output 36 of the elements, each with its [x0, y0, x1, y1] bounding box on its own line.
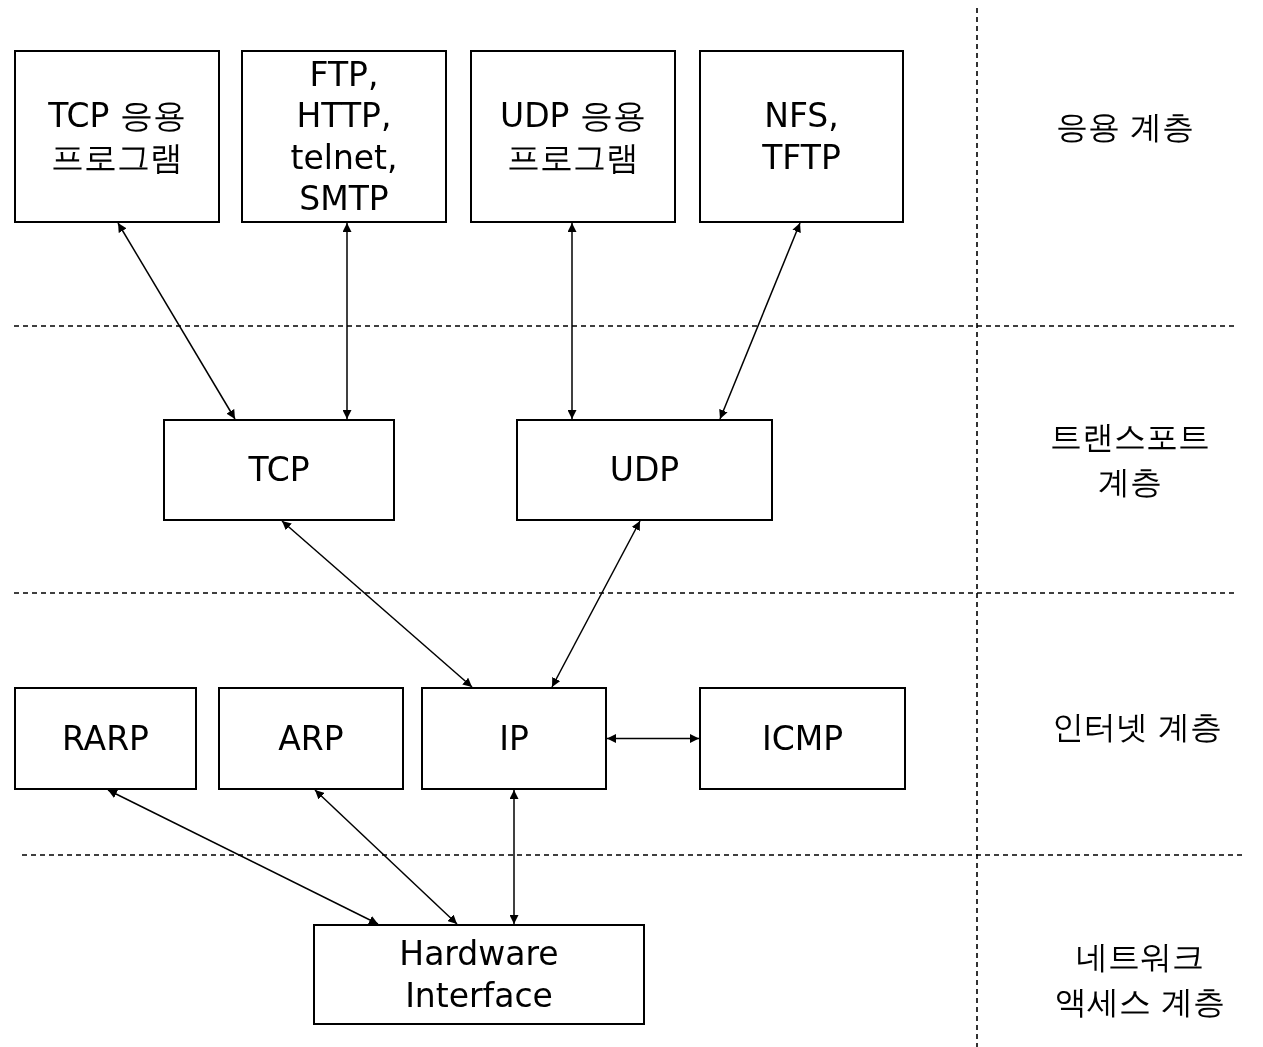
double-arrow [719, 222, 801, 420]
layer-label: 트랜스포트 계층 [1049, 417, 1211, 503]
box-label: ICMP [761, 717, 844, 760]
box-label: UDP 응용 프로그램 [499, 95, 647, 178]
double-arrow [281, 520, 473, 688]
protocol-box [421, 687, 607, 790]
box-label: FTP, HTTP, telnet, SMTP [289, 54, 399, 219]
double-arrow [509, 789, 519, 925]
double-arrow [606, 734, 700, 743]
protocol-box [14, 50, 220, 223]
box-label: UDP [609, 449, 680, 491]
box-label: ARP [278, 717, 344, 760]
layer-label: 네트워크 액세스 계층 [1053, 937, 1227, 1023]
protocol-box [516, 419, 773, 521]
protocol-box [163, 419, 395, 521]
box-label: TCP 응용 프로그램 [47, 95, 187, 178]
double-arrow [551, 520, 641, 688]
double-arrow [107, 789, 379, 925]
box-label: IP [499, 717, 529, 760]
double-arrow [117, 222, 236, 420]
double-arrow [314, 789, 458, 925]
box-label: Hardware Interface [398, 933, 560, 1016]
double-arrow [342, 222, 352, 420]
double-arrow [567, 222, 577, 420]
box-label: TCP [248, 449, 310, 491]
layer-label: 인터넷 계층 [1050, 707, 1224, 748]
protocol-box [218, 687, 404, 790]
box-label: NFS, TFTP [761, 95, 842, 178]
protocol-box [699, 687, 906, 790]
layer-label: 응용 계층 [1054, 107, 1196, 148]
protocol-box [470, 50, 676, 223]
protocol-box [241, 50, 447, 223]
box-label: RARP [62, 717, 149, 760]
protocol-box [313, 924, 645, 1025]
protocol-box [699, 50, 904, 223]
protocol-box [14, 687, 197, 790]
